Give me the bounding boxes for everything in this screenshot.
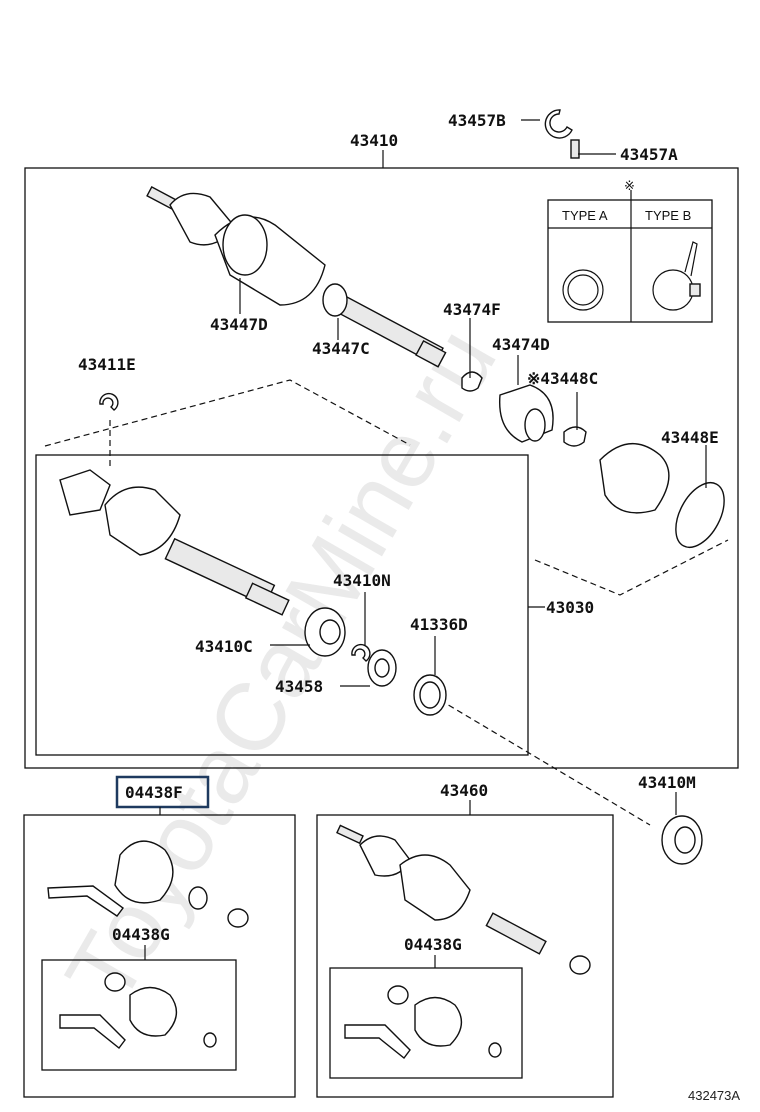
label-43410[interactable]: 43410 <box>350 131 398 150</box>
clip-43457B <box>544 109 573 139</box>
label-04438G-left[interactable]: 04438G <box>112 925 170 944</box>
type-table <box>547 199 713 323</box>
type-a-header: TYPE A <box>562 208 608 223</box>
label-43457B[interactable]: 43457B <box>448 111 506 130</box>
label-43447C[interactable]: 43447C <box>312 339 370 358</box>
label-43458[interactable]: 43458 <box>275 677 323 696</box>
boot-kit-04438G-left <box>59 972 217 1049</box>
clamp-type-a-icon <box>562 269 604 311</box>
type-mark: ※ <box>624 178 635 193</box>
label-04438G-right[interactable]: 04438G <box>404 935 462 954</box>
figure-number: 432473A <box>688 1088 740 1103</box>
kit-04438G-left-frame <box>41 959 237 1071</box>
label-43460[interactable]: 43460 <box>440 781 488 800</box>
kit-04438G-right-frame <box>329 967 523 1079</box>
label-43448E[interactable]: 43448E <box>661 428 719 447</box>
label-43474F[interactable]: 43474F <box>443 300 501 319</box>
bearing-43410C <box>304 607 346 657</box>
label-43474D[interactable]: 43474D <box>492 335 550 354</box>
drive-shaft-upper <box>146 186 447 368</box>
seal-43458 <box>367 649 397 687</box>
dashed-43410M <box>439 699 651 826</box>
label-43457A[interactable]: 43457A <box>620 145 678 164</box>
boot-43448E <box>599 442 725 548</box>
clamp-43448C <box>563 426 587 447</box>
ring-41336D <box>413 674 447 716</box>
kit-43460-frame <box>316 814 614 1098</box>
outboard-joint-43030 <box>59 469 290 616</box>
clamp-43474F <box>461 371 483 392</box>
label-43410C[interactable]: 43410C <box>195 637 253 656</box>
snapring-43411E <box>99 392 119 411</box>
dashed-explode-upper <box>44 379 411 447</box>
highlight-box-04438F <box>115 775 210 809</box>
label-43448C[interactable]: ※43448C <box>527 369 598 388</box>
bolt-43457A <box>570 139 580 159</box>
label-04438F[interactable]: 04438F <box>125 783 183 802</box>
label-43411E[interactable]: 43411E <box>78 355 136 374</box>
label-43447D[interactable]: 43447D <box>210 315 268 334</box>
boot-kit-04438F <box>47 840 249 928</box>
drive-shaft-43460 <box>336 824 591 975</box>
snapring-43410N <box>351 643 371 662</box>
assembly-43410-frame <box>24 167 739 769</box>
assembly-43030-frame <box>35 454 529 756</box>
boot-kit-04438G-right <box>344 985 502 1059</box>
dashed-explode-lower <box>534 539 729 596</box>
type-b-header: TYPE B <box>645 208 691 223</box>
label-43410M[interactable]: 43410M <box>638 773 696 792</box>
label-43410N[interactable]: 43410N <box>333 571 391 590</box>
label-41336D[interactable]: 41336D <box>410 615 468 634</box>
clamp-type-b-icon <box>652 269 694 311</box>
label-43030[interactable]: 43030 <box>546 598 594 617</box>
damper-43474D <box>498 384 554 443</box>
seal-43410M <box>661 815 703 865</box>
